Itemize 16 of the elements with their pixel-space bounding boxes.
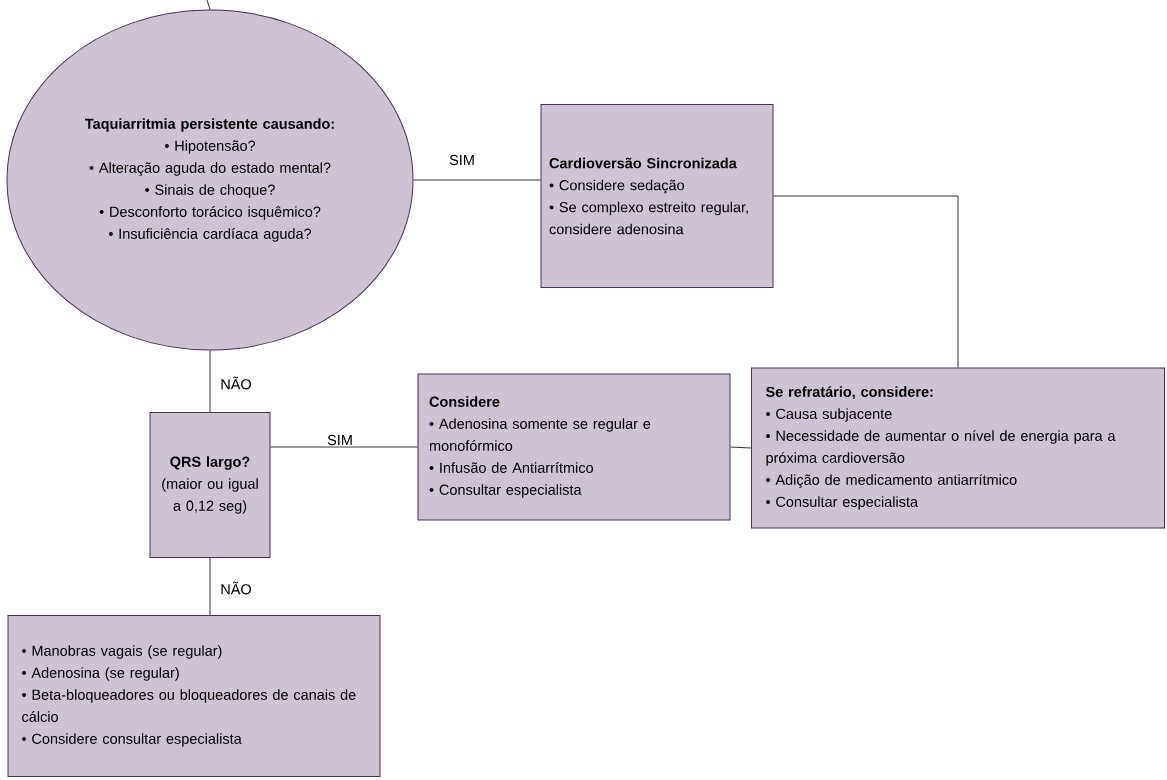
- connector: [209, 557, 211, 616]
- connector: [730, 446, 752, 449]
- process-box: Considere • Adenosina somente se regular e monofórmico • Infusão de Antiarrítmico • Consultar especialista: [417, 373, 731, 521]
- edge-label: NÃO: [219, 580, 253, 596]
- connector: [413, 179, 541, 181]
- edge-label: NÃO: [219, 375, 253, 391]
- process-box: Se refratário, considere: • Causa subjacente • Necessidade de aumentar o nível de energia para a próxima cardioversão • Adição de medicamento antiarrítmico • Consultar especialista: [751, 367, 1165, 529]
- connector: [773, 195, 959, 368]
- connector: [270, 446, 418, 448]
- edge-label: SIM: [448, 153, 476, 167]
- connector: [209, 350, 211, 413]
- process-box: Cardioversão Sincronizada • Considere sedação • Se complexo estreito regular, considere adenosina: [540, 104, 774, 288]
- decision-box: QRS largo? (maior ou igual a 0,12 seg): [149, 412, 271, 558]
- connector: [206, 0, 211, 10]
- edge-label: SIM: [326, 433, 354, 447]
- process-box: • Manobras vagais (se regular) • Adenosina (se regular) • Beta-bloqueadores ou bloqueadores de canais de cálcio • Considere consultar especialista: [7, 615, 381, 777]
